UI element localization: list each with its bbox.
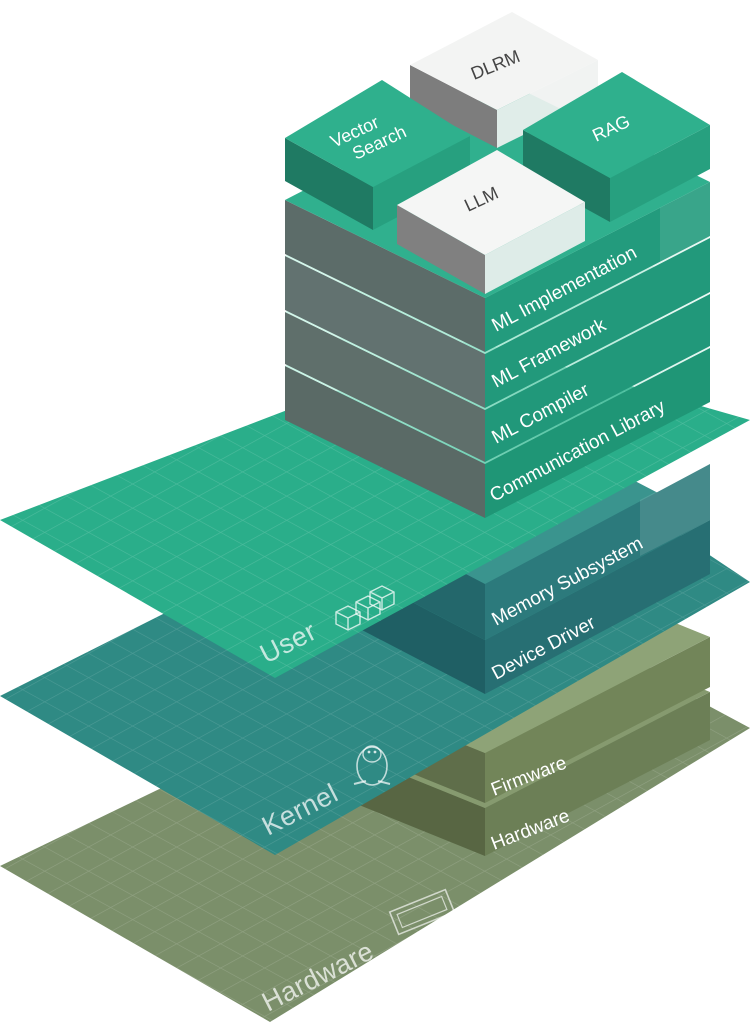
workload-llm: LLM: [397, 150, 585, 294]
cubes-icon: [335, 585, 395, 631]
workload-rag: RAG: [523, 72, 710, 222]
chip-icon: [388, 888, 456, 936]
workload-dlrm: DLRM: [410, 12, 598, 148]
linux-penguin-icon: [353, 745, 391, 786]
workload-blocks: DLRM RAG Vector Search LLM: [285, 12, 710, 294]
